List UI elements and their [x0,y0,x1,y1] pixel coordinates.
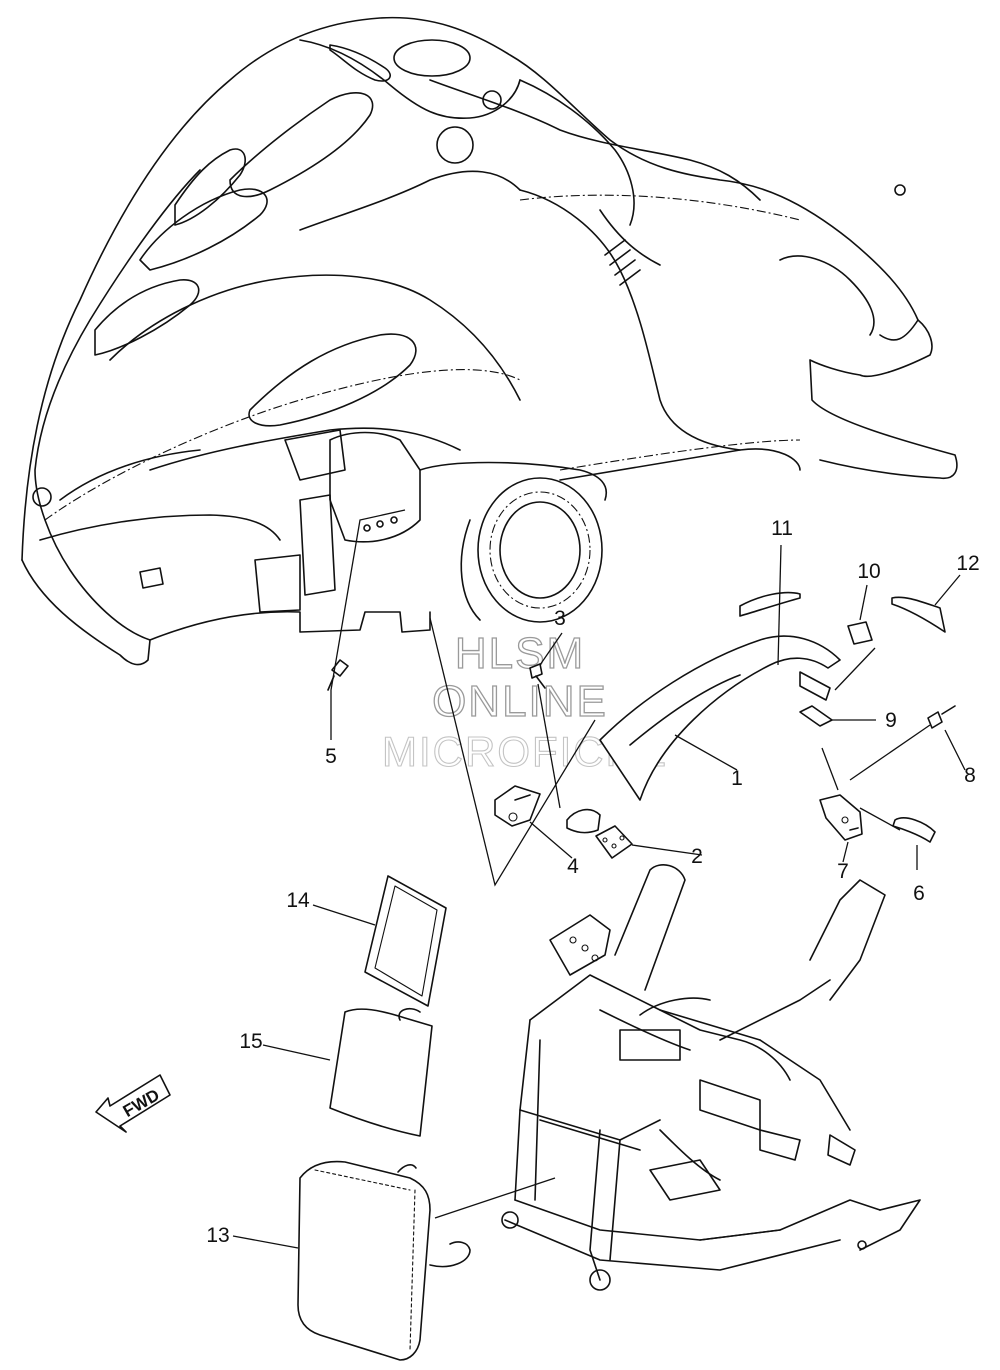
hull-deck-illustration [21,16,958,666]
part-4-bracket [494,785,541,827]
callout-11: 11 [771,517,793,540]
part-1-cover [599,635,841,801]
part-11-strip [739,591,801,617]
callout-15: 15 [239,1030,262,1053]
callout-7: 7 [837,860,849,883]
part-15-sleeve [329,1008,433,1137]
callout-5: 5 [325,745,337,768]
callout-2: 2 [691,845,703,868]
part-7-fitting [819,794,863,841]
callout-13: 13 [206,1224,229,1247]
callout-6: 6 [913,882,925,905]
leader-lines [232,509,966,1249]
watermark-line-2: ONLINE [432,677,608,726]
callout-1: 1 [731,767,743,790]
callout-12: 12 [956,552,979,575]
part-12-label [891,596,946,633]
frame-illustration [501,864,921,1291]
part-3-screw [529,663,546,689]
part-5-clip [327,659,349,691]
part-2-plate [566,808,633,859]
fwd-arrow-icon: FWD [95,1074,171,1133]
part-6-clip [892,817,936,843]
part-9-pin [799,705,833,727]
callout-labels: 1 2 3 4 5 6 7 8 9 10 11 12 13 14 15 [206,517,979,1247]
watermark: HLSM ONLINE MICROFICHE [381,628,666,775]
part-13-bag [297,1160,471,1361]
callout-4: 4 [567,855,579,878]
callout-3: 3 [554,607,566,630]
callout-10: 10 [857,560,880,583]
callout-14: 14 [286,889,310,912]
part-10-label [847,621,873,645]
watermark-line-1: HLSM [455,629,585,678]
part-14-gasket [364,875,447,1007]
part-8-screw [927,705,956,729]
callout-8: 8 [964,764,976,787]
callout-9: 9 [885,709,897,732]
